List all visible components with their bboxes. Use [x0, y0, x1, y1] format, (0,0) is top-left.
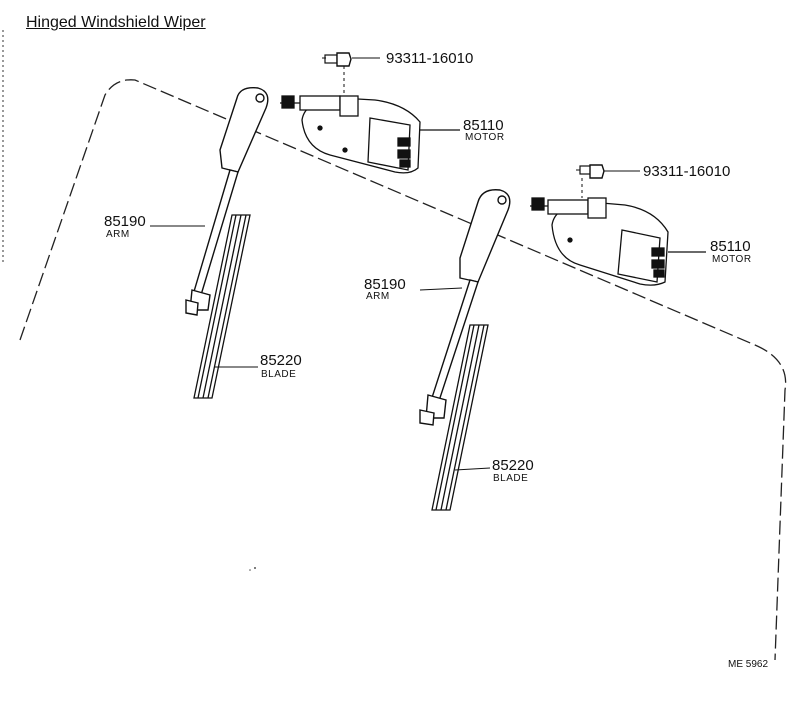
motor-left: [280, 95, 460, 174]
motor-left-part-number: 85110: [463, 117, 504, 134]
arm-right-name: ARM: [366, 291, 390, 302]
arm-left-part-number: 85190: [104, 213, 146, 230]
speck: [249, 569, 251, 571]
blade-right: [431, 324, 491, 511]
bolt-left: [322, 52, 380, 105]
blade-left-name: BLADE: [261, 369, 297, 380]
blade-left: [193, 214, 258, 399]
arm-left: [150, 87, 269, 316]
motor-left-name: MOTOR: [465, 132, 505, 143]
bolt-right: [576, 164, 640, 198]
diagram-title: Hinged Windshield Wiper: [26, 14, 206, 31]
arm-left-name: ARM: [106, 229, 130, 240]
motor-right: [530, 197, 706, 286]
motor-right-name: MOTOR: [712, 254, 752, 265]
blade-left-part-number: 85220: [260, 352, 302, 369]
bolt-left-part-number: 93311-16010: [386, 50, 474, 67]
motor-right-part-number: 85110: [710, 238, 751, 255]
arm-right: [419, 189, 511, 426]
blade-right-name: BLADE: [493, 473, 529, 484]
speck: [254, 567, 256, 569]
bolt-right-part-number: 93311-16010: [643, 163, 731, 180]
blade-right-part-number: 85220: [492, 457, 534, 474]
windshield-outline: [19, 79, 787, 661]
figure-code: ME 5962: [728, 659, 769, 670]
arm-right-part-number: 85190: [364, 276, 406, 293]
